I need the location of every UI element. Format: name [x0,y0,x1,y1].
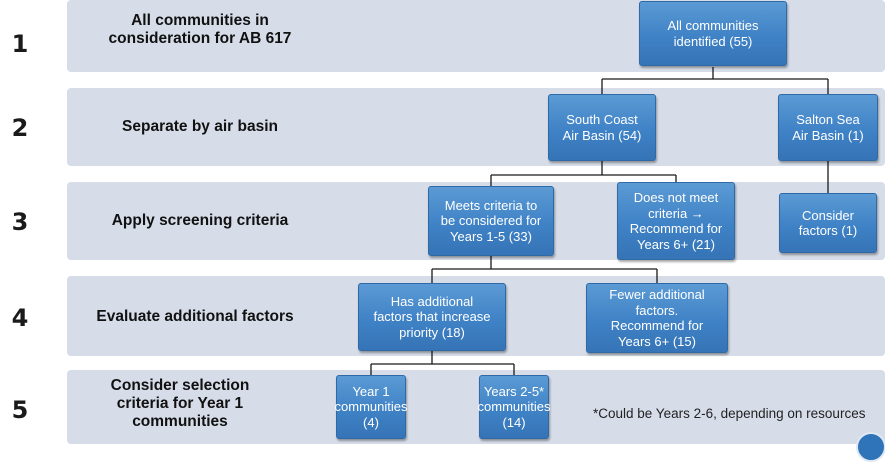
step-5-number: 5 [11,396,29,424]
step-3-number: 3 [11,208,29,236]
has-additional-box: Has additional factors that increase pri… [358,283,506,351]
footnote: *Could be Years 2-6, depending on resour… [593,406,866,421]
step-2-band [67,88,885,166]
years2-5-box: Years 2-5* communities (14) [478,375,550,439]
step-5-band [67,370,885,444]
does-not-meet-box: Does not meet criteria → Recommend for Y… [617,182,735,260]
step-2-number: 2 [11,114,29,142]
step-4-number: 4 [11,304,29,332]
salton-sea-box: Salton Sea Air Basin (1) [778,94,878,161]
step-2-label: Separate by air basin [122,118,278,135]
step-3-label: Apply screening criteria [111,212,289,229]
step-4-label: Evaluate additional factors [96,308,294,325]
fewer-additional-box: Fewer additional factors. Recommend for … [586,283,728,353]
south-coast-box: South Coast Air Basin (54) [548,94,656,161]
agency-logo [856,432,885,462]
connector-lines [370,67,829,375]
step-1-label: All communities in consideration for AB … [108,12,292,47]
step-5-label: Consider selection criteria for Year 1 c… [110,377,250,430]
year1-box: Year 1 communities (4) [335,375,407,439]
step-1-number: 1 [11,30,29,58]
all-communities-box: All communities identified (55) [639,1,787,66]
meets-criteria-box: Meets criteria to be considered for Year… [428,186,554,256]
consider-factors-box: Consider factors (1) [779,193,877,253]
